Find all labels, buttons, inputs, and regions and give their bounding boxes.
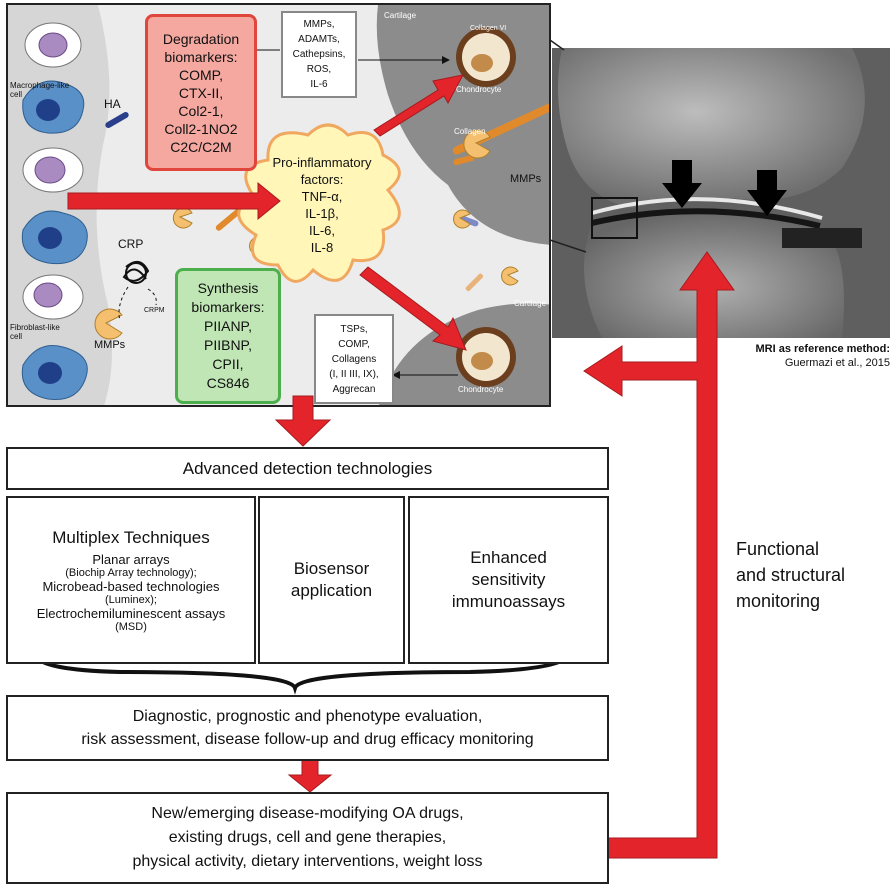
diagnostic-box: Diagnostic, prognostic and phenotype eva… — [6, 695, 609, 761]
inflammatory-factors-text: Pro-inflammatory factors: TNF-α, IL-1β, … — [272, 155, 372, 255]
crpm-label: CRPM — [144, 307, 165, 314]
fibroblast-label: Fibroblast-like cell — [10, 323, 60, 341]
multiplex-line1: Planar arrays — [92, 551, 170, 567]
macrophage-label: Macrophage-like cell — [10, 81, 70, 99]
advanced-detection-box: Advanced detection technologies — [6, 447, 609, 490]
biosensor-box: Biosensor application — [258, 496, 405, 664]
collagen-vi-label: Collagen VI — [470, 25, 507, 32]
degradation-biomarkers-box: Degradation biomarkers: COMP, CTX-II, Co… — [145, 14, 257, 171]
collagen-label: Collagen — [454, 127, 486, 136]
mmps-adamts-box: MMPs, ADAMTs, Cathepsins, ROS, IL-6 — [281, 11, 357, 98]
pathway-illustration — [8, 5, 549, 405]
enhanced-box: Enhanced sensitivity immunoassays — [408, 496, 609, 664]
chondrocyte-top-label: Chondrocyte — [456, 85, 502, 94]
mmps-adamts-text: MMPs, ADAMTs, Cathepsins, ROS, IL-6 — [292, 19, 346, 90]
tsps-box: TSPs, COMP, Collagens (I, II III, IX), A… — [314, 314, 394, 404]
mri-caption: MRI as reference method: — [755, 343, 890, 355]
cartilage-bottom-label: Cartilage — [514, 299, 547, 308]
biomarker-pathway-panel: Macrophage-like cell Fibroblast-like cel… — [6, 3, 551, 407]
multiplex-line5: Electrochemiluminescent assays — [36, 605, 226, 621]
inflammatory-factors: Pro-inflammatory factors: TNF-α, IL-1β, … — [254, 145, 390, 265]
synovial-cells — [21, 22, 88, 401]
chondrocyte-bottom-label: Chondrocyte — [458, 385, 504, 394]
advanced-detection-title: Advanced detection technologies — [182, 458, 433, 478]
mri-zoom-lines — [549, 40, 587, 253]
multiplex-line2: (Biochip Array technology); — [65, 566, 197, 579]
enhanced-text: Enhanced sensitivity immunoassays — [451, 548, 566, 611]
multiplex-box: Multiplex Techniques Planar arrays (Bioc… — [6, 496, 256, 664]
biosensor-text: Biosensor application — [290, 559, 373, 600]
crp-label: CRP — [118, 237, 144, 251]
drugs-box: New/emerging disease-modifying OA drugs,… — [6, 792, 609, 884]
synthesis-biomarkers-text: Synthesis biomarkers: PIIANP, PIIBNP, CP… — [191, 280, 265, 391]
functional-monitoring-label: Functional and structural monitoring — [736, 539, 846, 611]
mri-citation: Guermazi et al., 2015 — [784, 357, 890, 369]
multiplex-title: Multiplex Techniques — [52, 527, 210, 547]
mmps-left-label: MMPs — [94, 339, 126, 351]
diagnostic-text: Diagnostic, prognostic and phenotype eva… — [81, 708, 534, 748]
synthesis-biomarkers-box: Synthesis biomarkers: PIIANP, PIIBNP, CP… — [175, 268, 281, 404]
degradation-biomarkers-text: Degradation biomarkers: COMP, CTX-II, Co… — [162, 30, 240, 155]
multiplex-line4: (Luminex); — [105, 593, 157, 606]
mmps-right-label: MMPs — [510, 173, 542, 185]
ha-label: HA — [104, 97, 121, 111]
tsps-text: TSPs, COMP, Collagens (I, II III, IX), A… — [329, 323, 379, 395]
cartilage-top-label: Cartilage — [384, 11, 417, 20]
multiplex-line6: (MSD) — [115, 620, 147, 633]
drugs-text: New/emerging disease-modifying OA drugs,… — [132, 805, 483, 870]
multiplex-line3: Microbead-based technologies — [42, 578, 220, 594]
